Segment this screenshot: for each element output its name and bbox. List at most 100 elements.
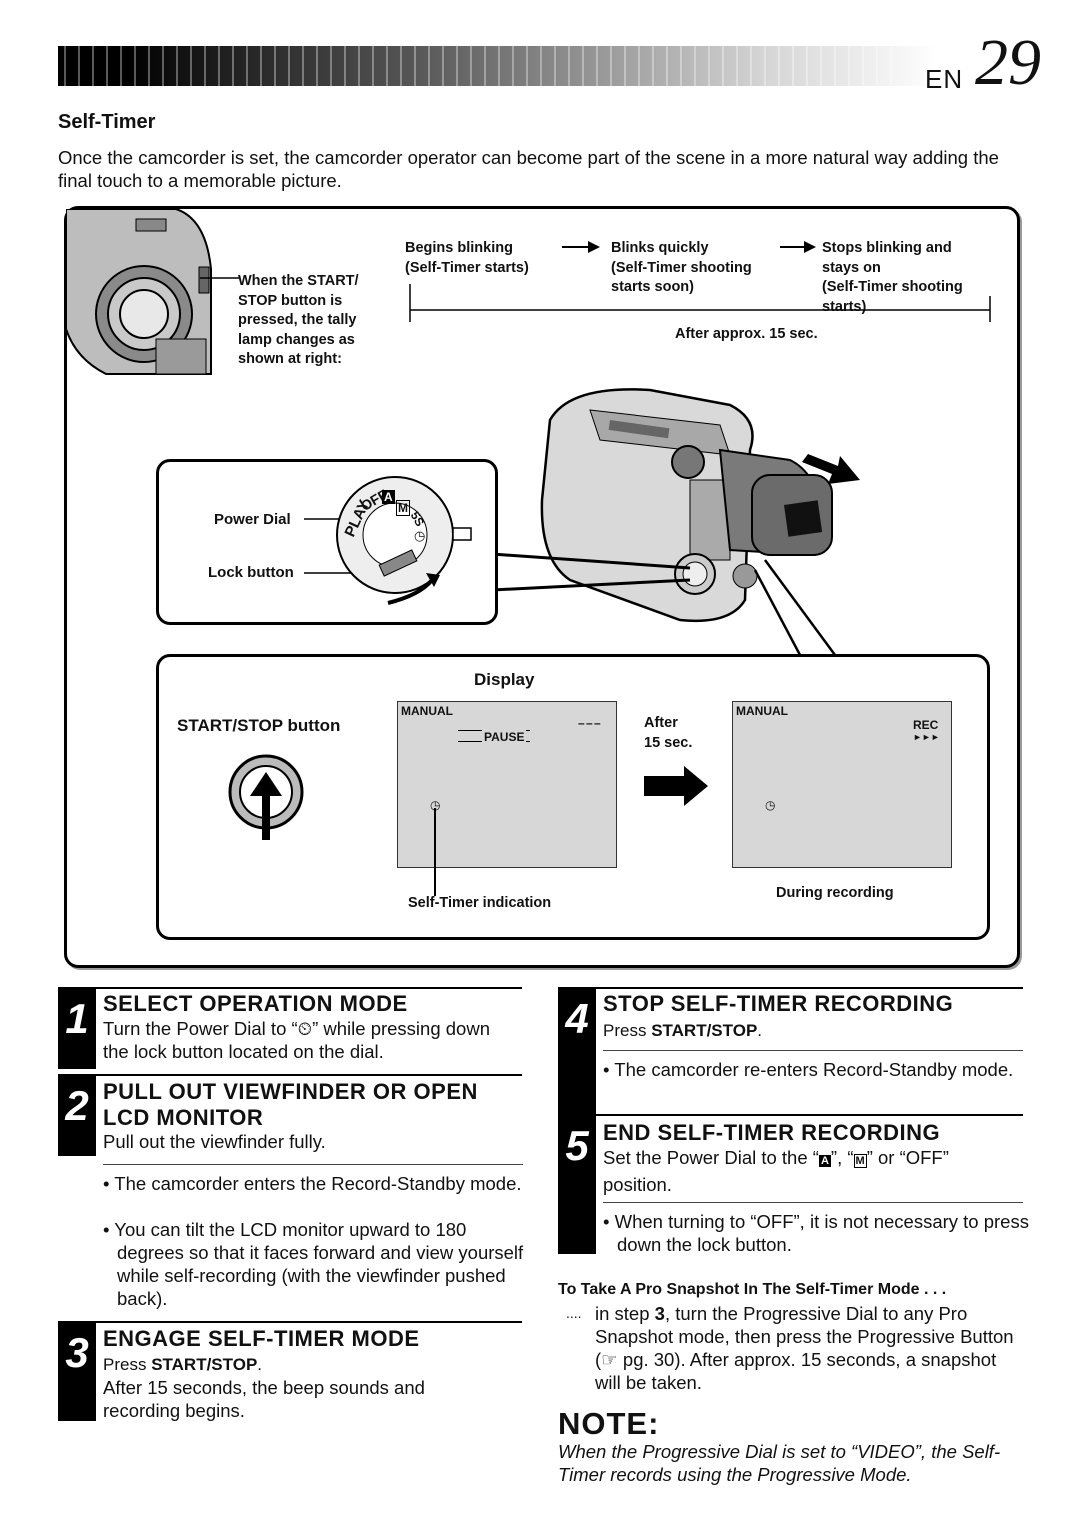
header-stripe	[876, 46, 878, 86]
header-stripe	[414, 46, 416, 86]
pull-out-arrow-icon	[802, 454, 860, 484]
callout-lines	[491, 552, 837, 656]
header-stripe	[820, 46, 822, 86]
header-stripe	[442, 46, 444, 86]
header-stripe	[834, 46, 836, 86]
step2-bullet-2: • You can tilt the LCD monitor upward to…	[103, 1219, 524, 1309]
header-stripe	[722, 46, 724, 86]
step2-rule	[58, 1074, 522, 1076]
camcorder-side-illustration	[540, 388, 833, 622]
timeline-arrows	[409, 241, 991, 322]
step4-divider	[603, 1050, 1023, 1051]
dial-mark-m: M	[396, 500, 410, 516]
screen1-status: PAUSE	[482, 730, 527, 744]
step4-number: 4	[558, 987, 596, 1115]
start-stop-button-icon	[228, 754, 304, 840]
step5-body: Set the Power Dial to the “A”, “M” or “O…	[603, 1147, 949, 1195]
intro-paragraph: Once the camcorder is set, the camcorder…	[58, 147, 999, 191]
after-approx-label: After approx. 15 sec.	[675, 326, 818, 342]
step2-bullet-1: • The camcorder enters the Record-Standb…	[103, 1173, 522, 1194]
header-stripe	[680, 46, 682, 86]
header-stripe	[666, 46, 668, 86]
step1-title: SELECT OPERATION MODE	[103, 991, 408, 1016]
header-stripe	[764, 46, 766, 86]
header-stripe	[610, 46, 612, 86]
header-stripe	[106, 46, 108, 86]
header-stripe	[638, 46, 640, 86]
step4-title: STOP SELF-TIMER RECORDING	[603, 991, 954, 1016]
header-stripe	[750, 46, 752, 86]
tally-pointer-line	[200, 277, 240, 279]
note-text: When the Progressive Dial is set to “VID…	[558, 1441, 1001, 1485]
step4-rule	[558, 987, 1023, 989]
self-timer-dial-icon: ◷	[414, 528, 426, 543]
header-stripe	[232, 46, 234, 86]
header-stripe	[386, 46, 388, 86]
screen2-mode: MANUAL	[736, 704, 788, 718]
header-stripe	[358, 46, 360, 86]
power-dial-illustration	[304, 476, 472, 605]
figure-panel	[64, 206, 1020, 968]
step2-divider	[103, 1164, 523, 1165]
header-stripe	[862, 46, 864, 86]
header-stripe	[274, 46, 276, 86]
header-stripe	[148, 46, 150, 86]
header-stripe	[316, 46, 318, 86]
header-stripe	[302, 46, 304, 86]
header-stripe	[204, 46, 206, 86]
language-label: EN	[925, 64, 964, 94]
indication-pointer	[434, 808, 436, 896]
step5-divider	[603, 1202, 1023, 1203]
header-stripe	[806, 46, 808, 86]
header-stripe	[484, 46, 486, 86]
camcorder-front-illustration	[66, 209, 212, 375]
header-stripe	[596, 46, 598, 86]
mode-m-icon: M	[853, 1154, 867, 1168]
header-stripe	[694, 46, 696, 86]
header-stripe	[708, 46, 710, 86]
header-stripe	[344, 46, 346, 86]
step3-rule	[58, 1321, 522, 1323]
header-stripe	[218, 46, 220, 86]
header-stripe	[190, 46, 192, 86]
step1-rule	[58, 987, 522, 989]
lcd-screen-pause: MANUAL – – – PAUSE ◷	[397, 701, 617, 868]
section-title: Self-Timer	[58, 111, 156, 133]
header-stripe	[288, 46, 290, 86]
mode-a-icon: A	[818, 1155, 831, 1167]
note-heading: NOTE:	[558, 1406, 660, 1441]
header-stripe	[778, 46, 780, 86]
pro-snapshot-dots: ....	[566, 1305, 582, 1321]
header-stripe	[456, 46, 458, 86]
step2-title-line1: PULL OUT VIEWFINDER OR OPEN	[103, 1079, 478, 1104]
step1-body: Turn the Power Dial to “⏲” while pressin…	[103, 1018, 490, 1062]
header-stripe	[134, 46, 136, 86]
step5-title: END SELF-TIMER RECORDING	[603, 1120, 941, 1145]
header-stripe	[162, 46, 164, 86]
step5-number: 5	[558, 1114, 596, 1254]
pro-snapshot-title: To Take A Pro Snapshot In The Self-Timer…	[558, 1281, 947, 1298]
header-stripe	[260, 46, 262, 86]
header-stripe	[92, 46, 94, 86]
step2-title-line2: LCD MONITOR	[103, 1105, 264, 1130]
step1-number: 1	[58, 987, 96, 1069]
header-stripe	[400, 46, 402, 86]
self-timer-indication-label: Self-Timer indication	[408, 895, 552, 911]
header-stripe	[736, 46, 738, 86]
header-stripe	[470, 46, 472, 86]
step5-rule	[558, 1114, 1023, 1116]
lock-button-label: Lock button	[208, 564, 294, 581]
header-stripe	[554, 46, 556, 86]
step3-number: 3	[58, 1321, 96, 1421]
page-number: 29	[975, 26, 1041, 99]
step4-press: Press START/STOP.	[603, 1021, 763, 1040]
screen2-status: REC	[913, 718, 939, 732]
header-stripe	[246, 46, 248, 86]
header-stripe	[540, 46, 542, 86]
step3-press: Press START/STOP.	[103, 1355, 263, 1374]
dial-mark-a: A	[382, 490, 395, 504]
header-stripe	[64, 46, 66, 86]
header-stripe	[372, 46, 374, 86]
